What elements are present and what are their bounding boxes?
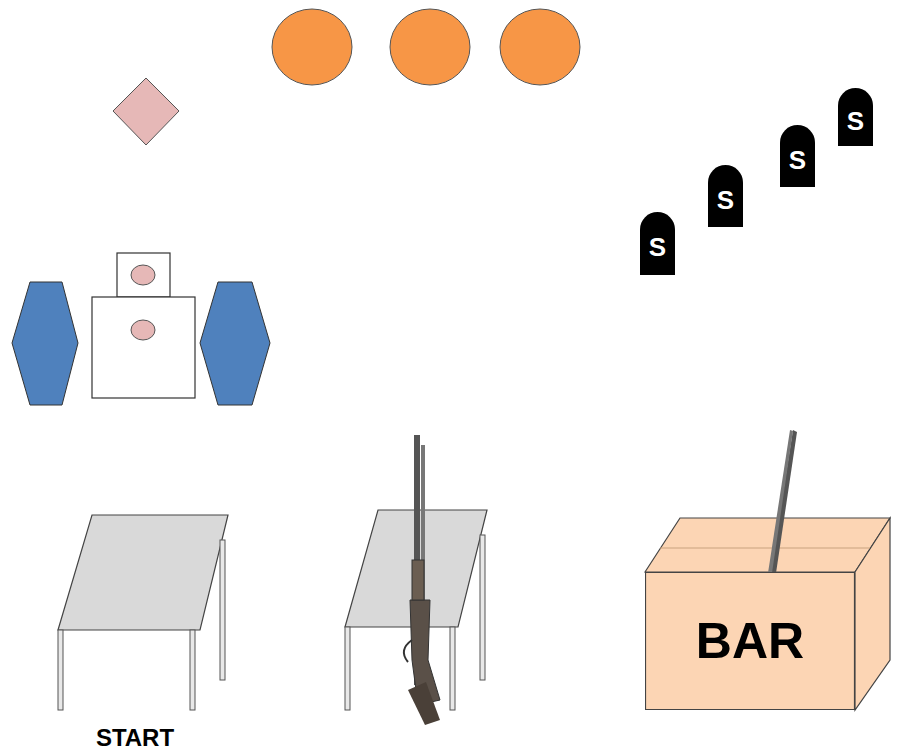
target-body <box>92 297 195 398</box>
start-label: START <box>96 724 174 752</box>
start-table <box>58 515 228 710</box>
target-spot <box>131 265 155 285</box>
tombstone-letter: S <box>789 145 806 176</box>
orange-plate <box>390 9 470 85</box>
orange-plate <box>272 9 352 85</box>
rifle <box>404 435 440 725</box>
tombstone-letter: S <box>847 106 864 137</box>
bar-box: BAR <box>645 572 855 710</box>
target-spot <box>131 320 155 340</box>
tombstone-target: S <box>708 165 743 227</box>
box-label: BAR <box>696 612 804 670</box>
tombstone-target: S <box>838 88 873 146</box>
diamond-target <box>113 78 179 145</box>
target-head <box>117 253 170 297</box>
tombstone-letter: S <box>717 185 734 216</box>
blue-hexagon <box>200 282 270 405</box>
tombstone-target: S <box>640 212 675 275</box>
tombstone-letter: S <box>649 232 666 263</box>
bar-box <box>645 518 890 710</box>
orange-plate <box>500 9 580 85</box>
tombstone-target: S <box>780 125 815 187</box>
blue-hexagon <box>12 282 78 405</box>
